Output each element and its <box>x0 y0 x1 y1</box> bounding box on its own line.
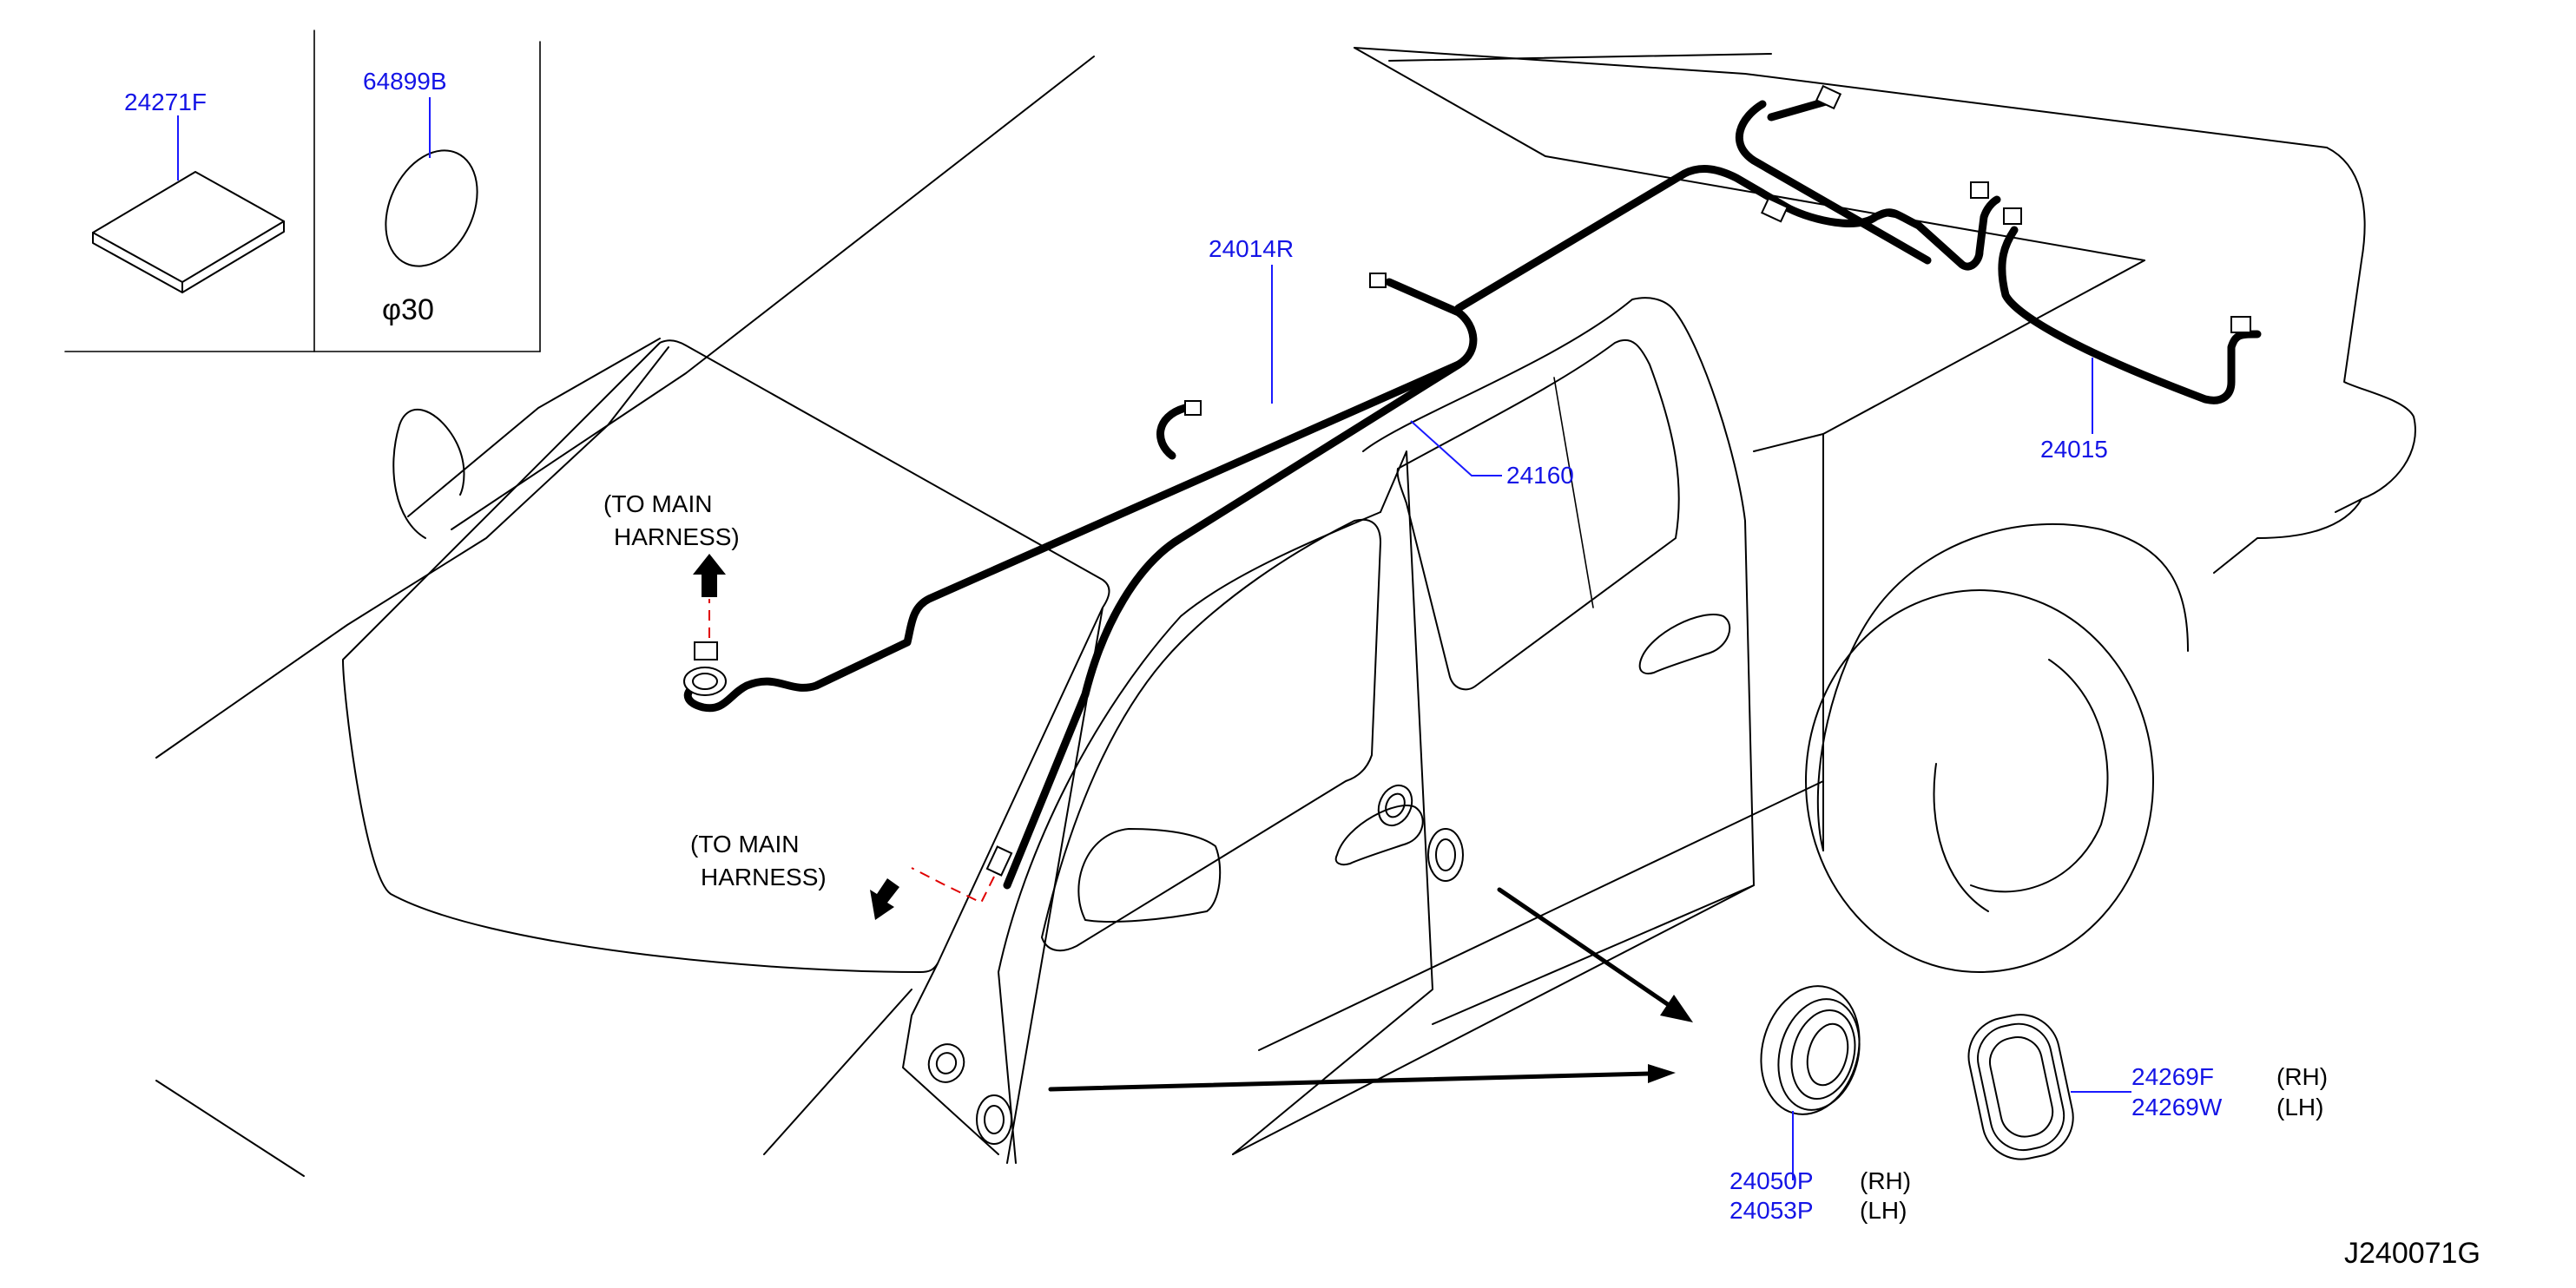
grommet-24269F-drawing <box>1967 1014 2131 1160</box>
part-24050P-label[interactable]: 24050P <box>1729 1167 1814 1194</box>
harness-24015[interactable] <box>1454 95 2262 404</box>
harness-leaders <box>1271 265 2093 476</box>
harness-24160[interactable] <box>1003 360 1463 890</box>
part-24269W-label[interactable]: 24269W <box>2131 1094 2223 1120</box>
grommet-lh-side-label: (LH) <box>1860 1197 1907 1224</box>
pad-part-drawing <box>92 115 285 293</box>
vehicle-body <box>155 47 2416 1177</box>
to-main-harness-note-2-line2: HARNESS) <box>701 864 827 890</box>
seal-part-drawing <box>385 97 478 267</box>
inset-box <box>64 30 541 352</box>
harness-24014R[interactable] <box>683 278 1478 713</box>
part-24271F-label[interactable]: 24271F <box>124 89 207 115</box>
connectors <box>683 84 2251 877</box>
part-24269F-label[interactable]: 24269F <box>2131 1063 2214 1090</box>
seal-size-label: φ30 <box>382 293 434 326</box>
body-grommets <box>927 784 1464 1145</box>
to-main-harness-note-1-line2: HARNESS) <box>614 523 740 550</box>
pointer-arrows <box>1048 887 1693 1092</box>
part-24015-label[interactable]: 24015 <box>2040 436 2108 463</box>
grommet-rh-side-label: (RH) <box>1860 1167 1911 1194</box>
to-main-harness-arrows <box>693 554 995 920</box>
part-64899B-label[interactable]: 64899B <box>363 68 447 95</box>
grommet-rear-rh-side-label: (RH) <box>2276 1063 2328 1090</box>
diagram-code: J240071G <box>2344 1237 2480 1270</box>
part-24014R-label[interactable]: 24014R <box>1209 235 1294 262</box>
grommet-rear-lh-side-label: (LH) <box>2276 1094 2323 1120</box>
grommet-24050P-drawing <box>1760 985 1861 1180</box>
to-main-harness-note-2-line1: (TO MAIN <box>690 831 799 858</box>
to-main-harness-note-1-line1: (TO MAIN <box>603 490 712 517</box>
part-24160-label[interactable]: 24160 <box>1506 462 1574 489</box>
part-24053P-label[interactable]: 24053P <box>1729 1197 1814 1224</box>
